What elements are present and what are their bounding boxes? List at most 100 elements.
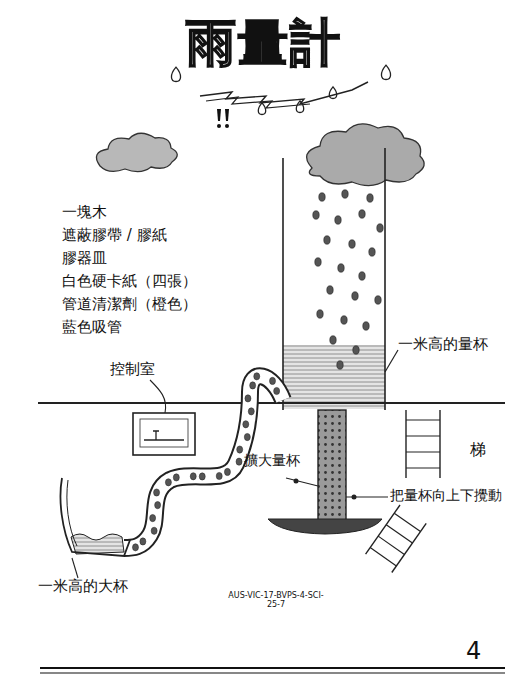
control-desk xyxy=(144,439,184,440)
water-drop xyxy=(165,479,171,486)
cup-wall xyxy=(282,158,284,410)
raindrop xyxy=(315,258,321,266)
raindrop xyxy=(337,361,343,369)
leader-dot xyxy=(352,495,357,500)
raindrop xyxy=(359,272,365,280)
raindrop xyxy=(375,296,381,304)
control-figure xyxy=(153,431,159,440)
part-label: 一米高的大杯 xyxy=(38,578,128,595)
raindrop xyxy=(342,190,348,198)
material-item: 藍色吸管 xyxy=(62,319,122,336)
lightning-line xyxy=(200,82,368,104)
ladder-rung xyxy=(406,451,440,452)
ladder-rung xyxy=(406,419,440,420)
ladder-rung xyxy=(406,435,440,436)
title-raindrop xyxy=(381,65,390,79)
part-label: 控制室 xyxy=(110,361,155,378)
water-drop xyxy=(132,544,138,551)
part-label: 擴大量杯 xyxy=(244,452,300,468)
raindrop xyxy=(363,322,369,330)
raindrop xyxy=(353,346,359,354)
leader-line xyxy=(385,350,398,372)
raindrop xyxy=(319,193,325,201)
water-drop xyxy=(245,395,251,402)
ground-line xyxy=(38,402,505,404)
ladder-rung xyxy=(370,548,396,566)
cloud xyxy=(307,124,425,186)
water-drop xyxy=(150,514,156,521)
water-drop xyxy=(216,472,222,479)
bottom-rule xyxy=(40,667,505,669)
water-drop xyxy=(270,377,276,384)
raindrop xyxy=(349,240,355,248)
raindrop xyxy=(377,224,383,232)
page-number: 4 xyxy=(466,638,481,666)
control-room-window xyxy=(140,419,188,447)
part-label: 把量杯向上下攪動 xyxy=(390,487,502,503)
raindrop xyxy=(359,210,365,218)
part-label: 梯 xyxy=(470,441,486,459)
ladder-rail xyxy=(392,523,426,572)
exclamation-dot xyxy=(225,124,229,128)
title-raindrop xyxy=(296,101,303,113)
ladder-rung xyxy=(394,513,420,531)
water-drop xyxy=(250,382,256,389)
title-raindrop xyxy=(258,103,265,115)
material-item: 管道清潔劑（橙色） xyxy=(62,296,197,313)
raindrop xyxy=(317,310,323,318)
ladder-lower xyxy=(366,505,427,573)
raindrop xyxy=(335,216,341,224)
water-drop xyxy=(254,373,260,380)
part-label: 一米高的量杯 xyxy=(398,336,488,353)
cloud xyxy=(96,133,177,171)
base-plate xyxy=(268,519,382,534)
raindrop xyxy=(327,286,333,294)
water-drop xyxy=(243,421,249,428)
title-raindrop xyxy=(171,67,180,81)
title: 雨量計 xyxy=(186,10,342,77)
water-drop xyxy=(190,473,196,480)
ladder-rung xyxy=(378,536,404,554)
water-drop xyxy=(155,502,161,509)
leader-line xyxy=(150,380,166,413)
material-item: 一塊木 xyxy=(62,204,107,221)
raindrop xyxy=(367,194,373,202)
bottom-rule xyxy=(40,672,505,673)
exclamation-mark xyxy=(225,109,229,121)
title-raindrop xyxy=(329,87,336,99)
big-cup-water xyxy=(71,534,124,554)
material-item: 膠器皿 xyxy=(62,250,107,267)
collected-water xyxy=(283,345,385,409)
material-item: 遮蔽膠帶 / 膠紙 xyxy=(62,227,167,244)
water-drop xyxy=(244,433,250,440)
raindrop xyxy=(369,248,375,256)
water-drop xyxy=(274,387,280,394)
raindrop xyxy=(324,236,330,244)
leader-line xyxy=(72,558,78,578)
stirring-pole xyxy=(318,410,346,523)
raindrop xyxy=(352,292,358,300)
big-cup xyxy=(67,480,77,546)
exclamation-mark xyxy=(217,109,221,121)
water-drop xyxy=(224,468,230,475)
ladder-rung xyxy=(406,467,440,468)
water-drop xyxy=(151,527,157,534)
water-drop xyxy=(248,408,254,415)
exclamation-dot xyxy=(217,124,221,128)
leader-line xyxy=(286,478,318,486)
water-drop xyxy=(199,473,205,480)
raindrop xyxy=(338,264,344,272)
raindrop xyxy=(330,336,336,344)
big-cup xyxy=(60,478,130,556)
water-drop xyxy=(154,489,160,496)
control-room xyxy=(133,413,195,455)
leader-dot xyxy=(294,479,299,484)
raindrop xyxy=(341,316,347,324)
raindrop xyxy=(313,211,319,219)
water-drop xyxy=(236,458,242,465)
material-item: 白色硬卡紙（四張） xyxy=(62,273,197,290)
ladder-rung xyxy=(386,525,412,543)
water-drop xyxy=(237,446,243,453)
water-drop xyxy=(140,538,146,545)
